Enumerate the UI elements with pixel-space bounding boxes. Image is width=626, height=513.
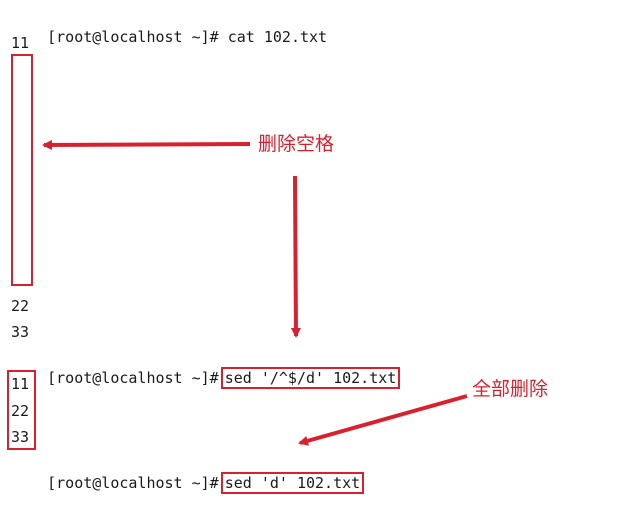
command-text-sed-all: sed 'd' 102.txt — [224, 474, 361, 492]
command-line-sed-all: [root@localhost ~]# sed 'd' 102.txt — [11, 453, 365, 494]
annotation-arrows — [42, 139, 468, 446]
blank-lines-highlight — [11, 54, 33, 286]
annotation-delete-all: 全部删除 — [472, 378, 549, 400]
arrow-to-sed-all-command — [298, 394, 468, 446]
arrow-to-sed-blank-command — [290, 175, 301, 338]
output-line: 33 — [11, 428, 30, 446]
command-highlight-sed-blank: sed '/^$/d' 102.txt — [220, 367, 401, 389]
sed-result-highlight — [7, 370, 36, 450]
output-line: 22 — [11, 297, 30, 315]
output-line: 22 — [11, 402, 30, 420]
arrow-to-blank-lines — [42, 139, 251, 150]
command-line-sed-blank: [root@localhost ~]# sed '/^$/d' 102.txt — [11, 348, 401, 389]
command-text-sed-blank: sed '/^$/d' 102.txt — [224, 369, 397, 387]
shell-prompt: [root@localhost ~]# — [47, 369, 219, 387]
output-line: 11 — [11, 34, 30, 52]
shell-prompt: [root@localhost ~]# — [47, 474, 219, 492]
shell-prompt: [root@localhost ~]# — [47, 28, 219, 46]
command-line-cat: [root@localhost ~]# cat 102.txt — [11, 7, 327, 46]
command-highlight-sed-all: sed 'd' 102.txt — [220, 472, 365, 494]
output-line: 33 — [11, 323, 30, 341]
command-text-cat: cat 102.txt — [227, 28, 328, 46]
output-line: 11 — [11, 375, 30, 393]
annotation-delete-blank: 删除空格 — [258, 133, 335, 155]
terminal-window[interactable]: [root@localhost ~]# cat 102.txt 11 22 33… — [0, 0, 626, 494]
